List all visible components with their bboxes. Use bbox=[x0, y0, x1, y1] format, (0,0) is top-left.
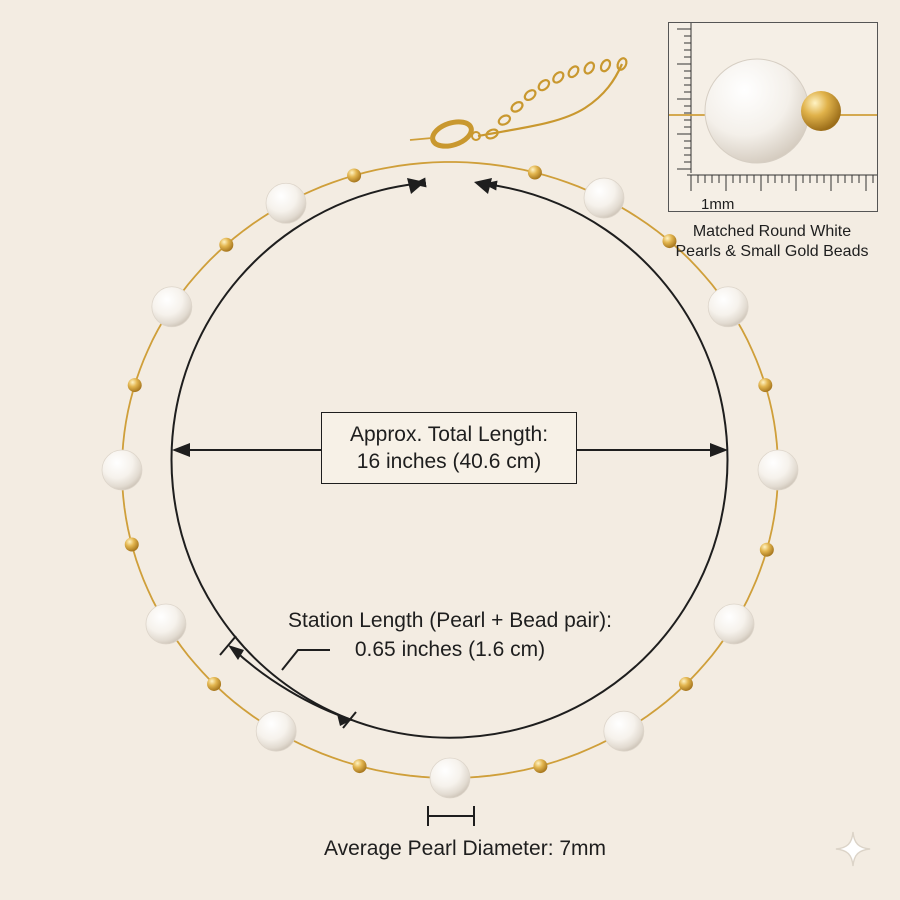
pearl bbox=[603, 710, 645, 752]
pearl bbox=[757, 449, 799, 491]
extender-link bbox=[616, 57, 628, 71]
pearl-diameter-indicator bbox=[427, 806, 475, 826]
extender-links bbox=[485, 57, 628, 140]
pearl bbox=[255, 710, 297, 752]
extender-link bbox=[485, 128, 499, 140]
extender-link bbox=[567, 65, 580, 79]
vertical-ruler bbox=[677, 23, 692, 173]
pearl bbox=[707, 286, 749, 328]
scale-label: 1mm bbox=[701, 196, 734, 212]
chain-extender bbox=[477, 63, 624, 138]
pearl bbox=[145, 603, 187, 645]
total-length-value: 16 inches (40.6 cm) bbox=[356, 450, 542, 473]
pearl bbox=[713, 603, 755, 645]
pearl bbox=[151, 286, 193, 328]
lobster-clasp-icon bbox=[409, 119, 481, 149]
closeup-illustration: 1mm bbox=[669, 23, 877, 212]
gold-bead bbox=[758, 378, 773, 393]
pearl bbox=[265, 182, 307, 224]
gold-bead bbox=[533, 759, 548, 774]
closeup-bead bbox=[801, 91, 841, 131]
gold-bead bbox=[527, 165, 542, 180]
gold-bead bbox=[127, 378, 142, 393]
extender-link bbox=[599, 58, 612, 73]
gold-bead bbox=[124, 537, 139, 552]
gold-bead bbox=[678, 676, 693, 691]
sparkle-icon bbox=[835, 831, 871, 867]
total-length-title: Approx. Total Length: bbox=[349, 422, 549, 446]
extender-link bbox=[523, 89, 537, 102]
inset-caption: Matched Round White Pearls & Small Gold … bbox=[652, 222, 892, 262]
circumference-arc bbox=[170, 177, 729, 739]
extender-link bbox=[552, 71, 565, 84]
pearl bbox=[583, 177, 625, 219]
gold-bead bbox=[347, 168, 362, 183]
arrow-icon bbox=[407, 178, 492, 194]
extender-link bbox=[510, 101, 524, 113]
pearl bbox=[101, 449, 143, 491]
extender-link bbox=[583, 61, 596, 75]
white-pearls bbox=[101, 177, 799, 799]
gold-bead bbox=[219, 237, 234, 252]
station-length-value: 0.65 inches (1.6 cm) bbox=[354, 638, 546, 661]
gold-bead bbox=[207, 676, 222, 691]
diameter-arrow bbox=[172, 443, 728, 457]
gold-bead bbox=[662, 234, 677, 249]
pearl bbox=[429, 757, 471, 799]
horizontal-ruler bbox=[687, 174, 877, 191]
gold-bead bbox=[759, 542, 774, 557]
total-length-box: Approx. Total Length: 16 inches (40.6 cm… bbox=[321, 412, 577, 484]
gold-beads bbox=[124, 165, 774, 774]
pearl-diameter-label: Average Pearl Diameter: 7mm bbox=[323, 837, 607, 860]
inset-caption-line1: Matched Round White bbox=[692, 223, 852, 240]
inset-caption-line2: Pearls & Small Gold Beads bbox=[675, 243, 869, 260]
station-length-title: Station Length (Pearl + Bead pair): bbox=[288, 609, 612, 632]
gold-bead bbox=[352, 759, 367, 774]
closeup-inset: 1mm bbox=[668, 22, 878, 212]
station-length-indicator bbox=[219, 635, 357, 729]
closeup-pearl bbox=[704, 58, 810, 164]
extender-link bbox=[497, 114, 512, 126]
extender-link bbox=[537, 79, 551, 92]
